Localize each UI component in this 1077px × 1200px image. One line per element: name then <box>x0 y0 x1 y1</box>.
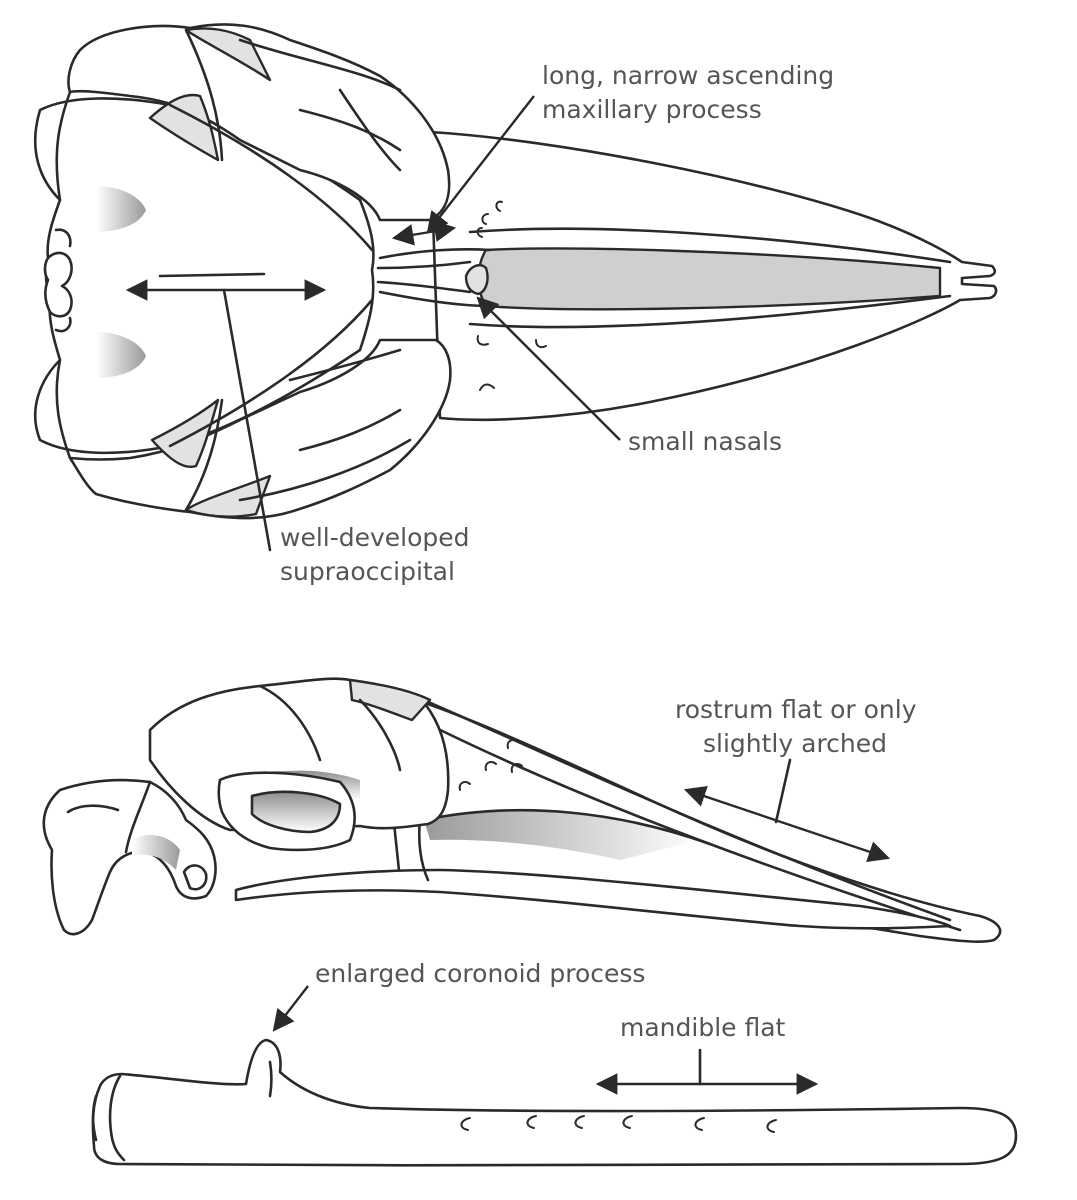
label-maxillary-line1: long, narrow ascending <box>542 61 834 90</box>
dorsal-condyles <box>43 251 73 318</box>
label-supraoccipital-line2: supraoccipital <box>280 557 455 586</box>
lateral-occipital <box>42 778 217 936</box>
label-rostrum-line1: rostrum flat or only <box>675 695 917 724</box>
label-mandible: mandible flat <box>620 1013 786 1042</box>
dorsal-nasals <box>464 264 489 296</box>
label-nasals: small nasals <box>628 427 782 456</box>
label-supraoccipital-line1: well-developed <box>280 523 470 552</box>
mandible-view <box>91 985 1018 1167</box>
label-coronoid: enlarged coronoid process <box>315 959 645 988</box>
dorsal-skull-view <box>33 23 998 552</box>
label-rostrum-line2: slightly arched <box>703 729 887 758</box>
label-maxillary-line2: maxillary process <box>542 95 762 124</box>
mandible-outline <box>91 1038 1018 1167</box>
lateral-skull-view <box>42 677 1002 943</box>
